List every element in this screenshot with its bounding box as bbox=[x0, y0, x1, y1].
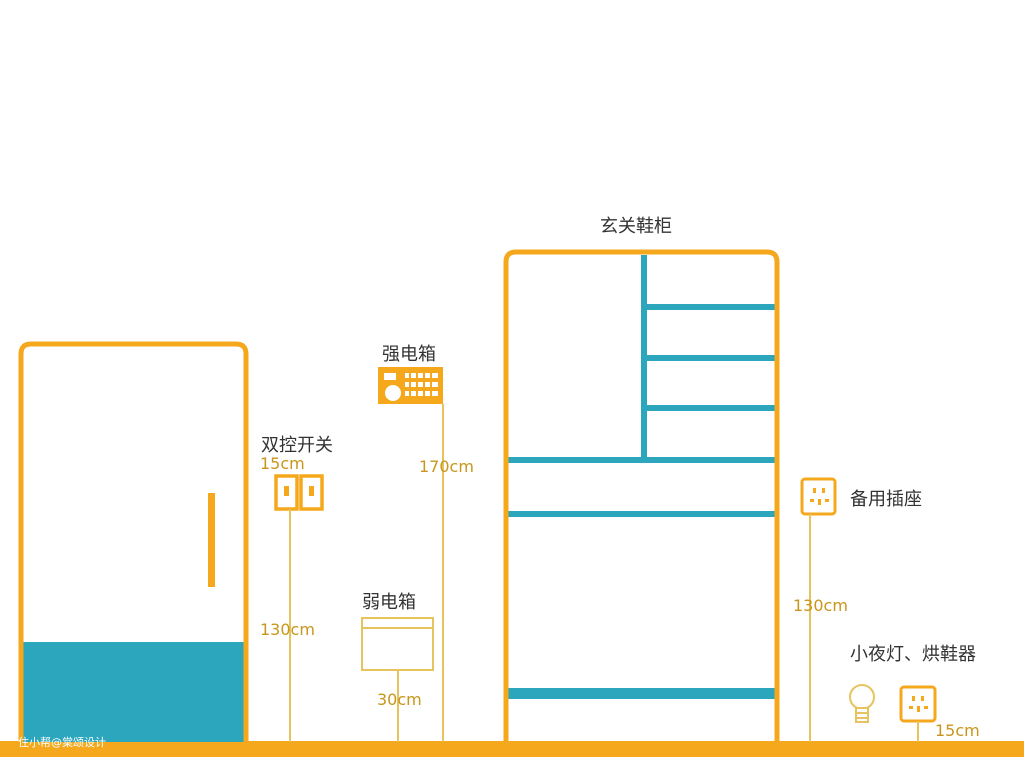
electrical-panel-icon bbox=[378, 367, 443, 404]
double-switch-icon bbox=[274, 474, 324, 511]
strong-box-height-measure: 170cm bbox=[419, 457, 474, 476]
network-box-icon bbox=[361, 617, 434, 671]
weak-box-height-measure: 30cm bbox=[377, 690, 422, 709]
floor-line bbox=[0, 741, 1024, 757]
shoe-cabinet-outline bbox=[503, 249, 780, 742]
night-light-label: 小夜灯、烘鞋器 bbox=[850, 644, 976, 665]
weak-box-label: 弱电箱 bbox=[362, 592, 416, 613]
switch-height-measure: 130cm bbox=[260, 620, 315, 639]
night-socket-height-measure: 15cm bbox=[935, 721, 980, 740]
socket-height-measure: 130cm bbox=[793, 596, 848, 615]
power-socket-icon bbox=[800, 477, 837, 516]
power-socket-icon bbox=[899, 685, 937, 723]
dual-switch-label: 双控开关 bbox=[261, 435, 333, 456]
switch-top-measure: 15cm bbox=[260, 454, 305, 473]
strong-box-label: 强电箱 bbox=[382, 344, 436, 365]
left-cabinet-base bbox=[22, 642, 245, 742]
light-bulb-icon bbox=[849, 684, 875, 723]
left-cabinet-handle bbox=[208, 493, 215, 587]
watermark: 住小帮@棠颂设计 bbox=[18, 736, 106, 749]
shoe-cabinet bbox=[503, 249, 780, 742]
left-cabinet bbox=[18, 341, 249, 742]
left-cabinet-outline bbox=[18, 341, 249, 742]
shoe-cabinet-label: 玄关鞋柜 bbox=[600, 216, 672, 237]
spare-socket-label: 备用插座 bbox=[850, 489, 922, 510]
